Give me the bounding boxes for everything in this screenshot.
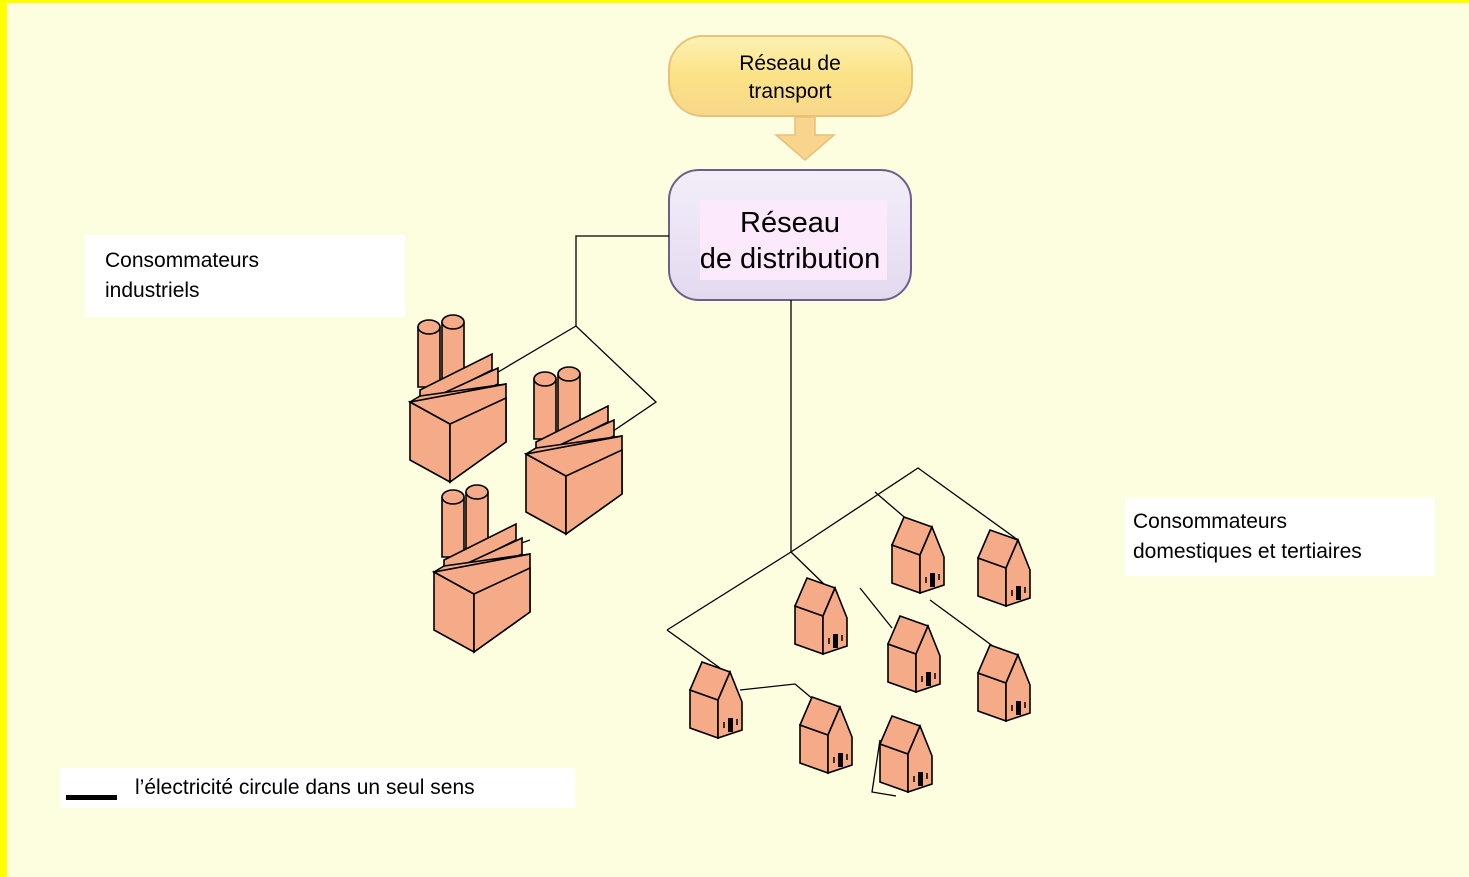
house-icon bbox=[891, 516, 945, 594]
industrial-consumers-label: Consommateurs industriels bbox=[105, 246, 259, 306]
house-icon bbox=[794, 577, 848, 655]
factory-icon bbox=[525, 366, 623, 535]
distribution-network-label: Réseau de distribution bbox=[690, 205, 890, 277]
domestic-consumers-label: Consommateurs domestiques et tertiaires bbox=[1133, 507, 1362, 567]
factory-icon bbox=[433, 484, 531, 653]
legend-line-icon bbox=[66, 795, 117, 800]
house-icon bbox=[799, 696, 853, 774]
industrial-label-line2: industriels bbox=[105, 279, 200, 302]
industrial-label-line1: Consommateurs bbox=[105, 249, 260, 272]
transport-network-label: Réseau de transport bbox=[680, 50, 900, 106]
house-icon bbox=[689, 661, 743, 739]
industrial-label-backdrop bbox=[85, 235, 405, 317]
arrow-down-icon bbox=[773, 116, 837, 161]
house-icon bbox=[887, 615, 941, 693]
domestic-label-line1: Consommateurs bbox=[1133, 510, 1288, 533]
domestic-label-backdrop bbox=[1125, 498, 1435, 576]
domestic-label-line2: domestiques et tertiaires bbox=[1133, 540, 1362, 563]
house-icon bbox=[977, 529, 1031, 607]
factory-icon bbox=[409, 314, 507, 483]
yellow-edge-left bbox=[0, 0, 7, 877]
distribution-label-line2: de distribution bbox=[699, 243, 881, 275]
distribution-label-line1: Réseau bbox=[740, 207, 840, 239]
transport-network-box bbox=[668, 35, 913, 117]
legend-backdrop bbox=[60, 768, 575, 808]
distribution-text-backdrop bbox=[700, 200, 887, 280]
transport-label-line2: transport bbox=[748, 80, 832, 103]
house-icon bbox=[879, 715, 933, 793]
transport-label-line1: Réseau de bbox=[739, 52, 841, 75]
yellow-edge-top bbox=[0, 0, 1469, 3]
domestic-wires bbox=[666, 300, 1019, 797]
legend-text: l’électricité circule dans un seul sens bbox=[135, 776, 475, 799]
house-icon bbox=[977, 644, 1031, 722]
